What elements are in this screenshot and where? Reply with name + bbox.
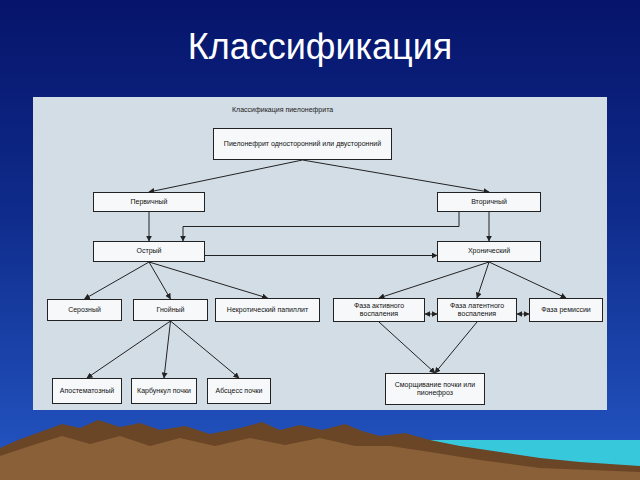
connector-arrow xyxy=(171,321,240,378)
connector-arrow xyxy=(379,322,435,373)
connector-arrow xyxy=(87,321,171,378)
box-text: Сморщивание почки или пионефроз xyxy=(389,381,481,398)
box-text: Фаза латентного воспаления xyxy=(441,302,513,319)
box-text: Серозный xyxy=(68,306,101,314)
connector-arrow xyxy=(425,314,437,315)
connector-arrow xyxy=(517,314,529,315)
connector-arrow xyxy=(149,160,303,192)
panel-heading: Классификация пиелонефрита xyxy=(232,106,333,113)
class-box: Фаза активного воспаления xyxy=(333,298,425,322)
class-box: Хронический xyxy=(437,241,541,262)
class-box: Вторичный xyxy=(437,192,541,212)
class-box: Фаза латентного воспаления xyxy=(437,298,517,322)
connector-arrow xyxy=(435,322,477,373)
box-text: Карбункул почки xyxy=(137,387,191,395)
box-text: Абсцесс почки xyxy=(215,387,262,395)
connector-arrow xyxy=(489,212,490,241)
class-box: Фаза ремиссии xyxy=(529,298,603,322)
box-text: Фаза активного воспаления xyxy=(337,302,421,319)
mountain-shade xyxy=(0,436,640,480)
mountains xyxy=(0,420,640,480)
connector-arrow xyxy=(477,262,489,298)
box-text: Пиелонефрит односторонний или двусторонн… xyxy=(224,140,381,148)
class-box: Некротический папиллит xyxy=(215,298,320,322)
box-text: Гнойный xyxy=(157,306,185,314)
class-box: Первичный xyxy=(93,192,205,212)
class-box: Сморщивание почки или пионефроз xyxy=(385,373,485,405)
connector-arrow xyxy=(149,212,150,241)
class-box: Апостематозный xyxy=(52,378,122,404)
class-box: Пиелонефрит односторонний или двусторонн… xyxy=(213,128,392,160)
class-box: Карбункул почки xyxy=(131,378,197,404)
box-text: Острый xyxy=(137,247,162,255)
class-box: Острый xyxy=(93,241,205,262)
connector-arrow xyxy=(85,262,150,299)
box-text: Некротический папиллит xyxy=(227,306,308,314)
connector-arrow xyxy=(489,262,566,298)
class-box: Серозный xyxy=(47,299,122,321)
box-text: Фаза ремиссии xyxy=(541,306,591,314)
box-text: Апостематозный xyxy=(60,387,114,395)
slide-title: Классификация xyxy=(0,26,640,68)
connector-arrow xyxy=(303,160,490,192)
connector-arrow xyxy=(379,262,489,298)
class-box: Абсцесс почки xyxy=(207,378,271,404)
connector-arrow xyxy=(205,255,437,256)
connector-arrow xyxy=(183,212,459,241)
connector-arrow xyxy=(164,321,171,378)
class-box: Гнойный xyxy=(133,299,208,321)
box-text: Первичный xyxy=(131,198,168,206)
box-text: Вторичный xyxy=(471,198,507,206)
connector-arrow xyxy=(149,262,268,298)
box-text: Хронический xyxy=(468,247,510,255)
